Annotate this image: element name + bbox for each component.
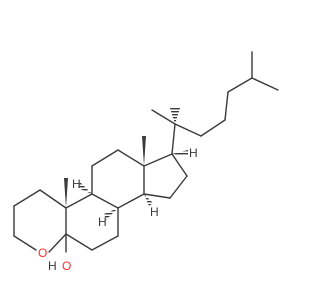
bond-s2	[151, 109, 176, 125]
bond-a6	[48, 233, 67, 253]
bond-c2	[91, 149, 119, 167]
h14-hash	[144, 194, 153, 206]
bond-b5	[65, 233, 93, 251]
bond-d4	[143, 193, 171, 199]
molecule-svg: O O H H H H H	[13, 51, 279, 273]
bond-a5	[13, 235, 37, 251]
bond-s3	[174, 123, 202, 137]
methyl-c18-wedge	[142, 136, 146, 166]
hydroxyl-hydrogen-label: H	[48, 259, 57, 273]
side-chain	[151, 51, 279, 155]
bond-s6	[227, 77, 253, 93]
bond-s1	[171, 123, 176, 155]
bond-d3	[169, 175, 188, 199]
stereo-h-14-label: H	[150, 205, 159, 219]
bond-c3	[117, 149, 145, 167]
molecule-diagram: O O H H H H H	[13, 51, 279, 273]
bond-s7	[251, 77, 279, 91]
bond-a3	[13, 189, 41, 207]
ring-c	[91, 149, 145, 209]
stereo-h-17-label: H	[189, 146, 198, 160]
methyl-c19-wedge	[64, 178, 68, 208]
h17-hash	[172, 150, 188, 156]
hydroxyl-oxygen-label: O	[62, 259, 71, 273]
bond-s4	[200, 119, 226, 137]
h8-hash	[104, 208, 118, 220]
ring-b	[65, 193, 119, 251]
bond-a2	[39, 189, 67, 209]
h9-hash	[78, 182, 92, 194]
bond-d2	[171, 153, 188, 177]
ring-a	[13, 189, 67, 253]
methyl-c21-hash	[170, 108, 180, 124]
bond-d1	[143, 153, 173, 167]
bond-b2	[91, 193, 119, 209]
stereo-h-8-label: H	[98, 215, 107, 229]
bond-s5	[224, 91, 229, 121]
stereo-h-9-label: H	[72, 177, 81, 191]
bond-b4	[91, 235, 119, 251]
ring-oxygen-label: O	[38, 246, 47, 260]
bond-c5	[117, 193, 145, 209]
bond-b1	[65, 193, 93, 209]
ring-d	[143, 153, 188, 199]
